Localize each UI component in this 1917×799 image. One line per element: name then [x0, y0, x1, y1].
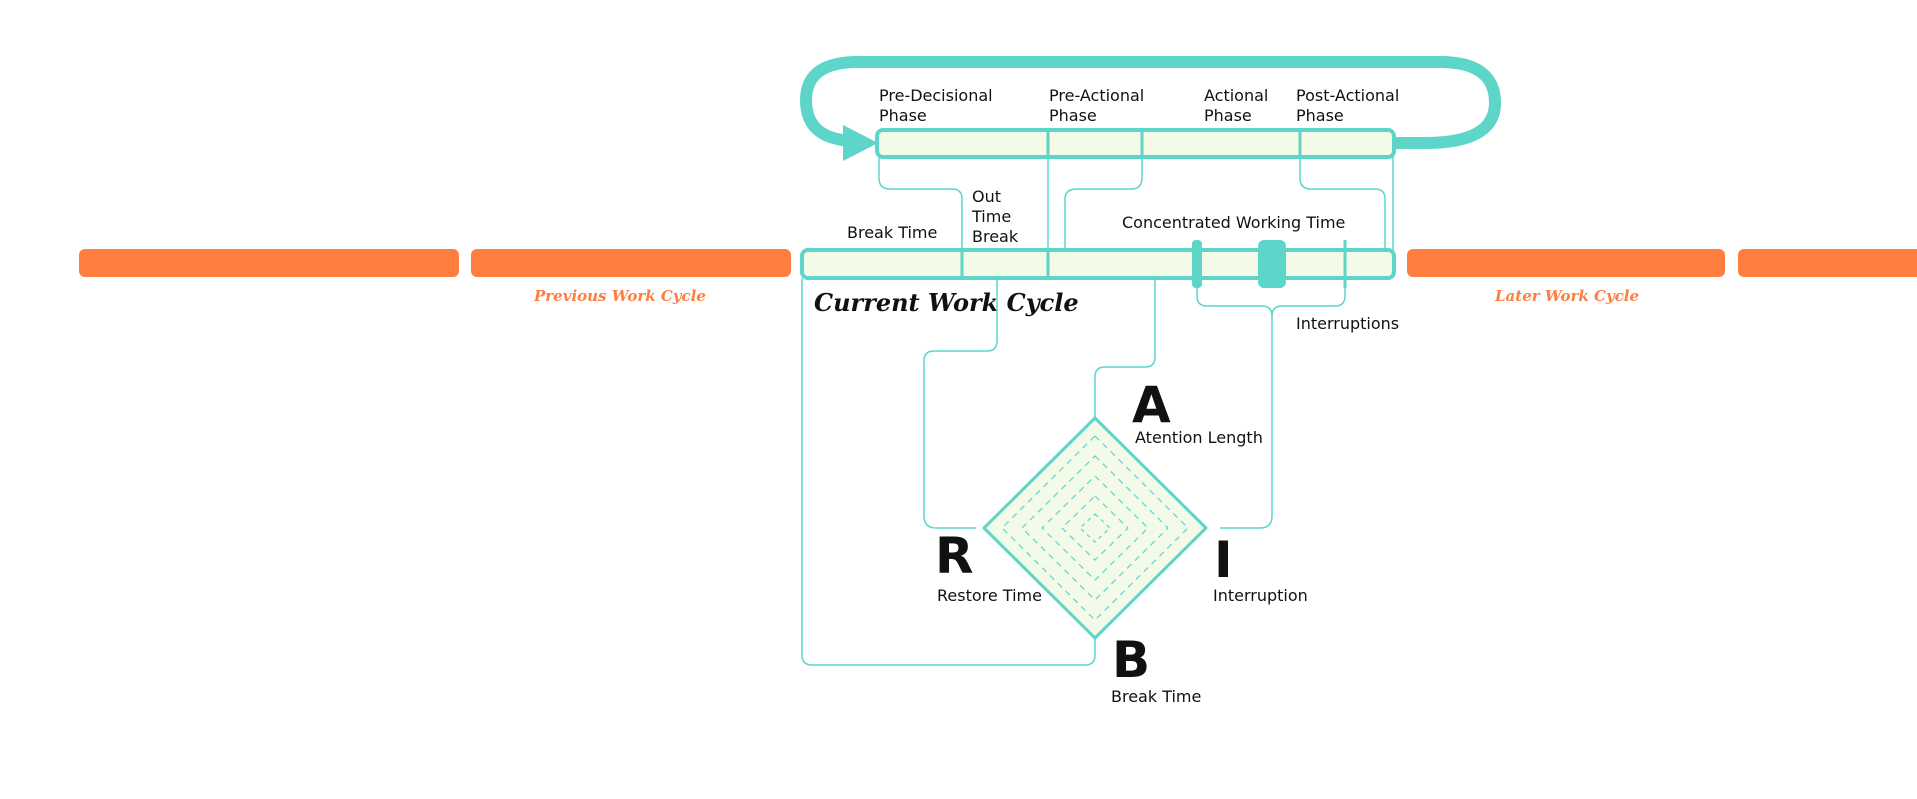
phase-label-pre-actional: Pre-Actional Phase	[1049, 86, 1149, 125]
phase-bar	[875, 128, 1396, 159]
phase-label-post-actional: Post-Actional Phase	[1296, 86, 1404, 125]
phase-loop-arrow	[799, 56, 1502, 149]
current-cycle-bar	[800, 248, 1396, 280]
out-time-break-label: Out Time Break	[971, 187, 1019, 246]
interruption-marker	[1258, 240, 1286, 288]
b-letter: B	[1112, 631, 1150, 689]
connector-line	[1299, 157, 1386, 250]
previous-cycle-bar	[79, 249, 459, 277]
break-time-b-label: Break Time	[1111, 687, 1201, 706]
interruptions-brace	[1196, 288, 1346, 317]
connector-interruption	[1220, 316, 1273, 529]
a-letter: A	[1132, 376, 1171, 434]
phase-label-actional: Actional Phase	[1204, 86, 1273, 125]
loop-arrowhead	[843, 125, 878, 161]
later-cycle-bar	[1738, 249, 1917, 277]
interruption-marker	[1192, 240, 1202, 288]
connector-attention	[1094, 278, 1156, 419]
r-letter: R	[935, 527, 974, 585]
rabi-diamond	[982, 416, 1208, 640]
previous-work-cycle-label: Previous Work Cycle	[533, 287, 706, 305]
concentrated-working-time-label: Concentrated Working Time	[1122, 213, 1345, 232]
connector-line	[878, 157, 963, 250]
interruption-label: Interruption	[1213, 586, 1308, 605]
phase-label-pre-decisional: Pre-Decisional Phase	[879, 86, 998, 125]
connector-break	[801, 278, 1096, 666]
i-letter: I	[1214, 531, 1233, 589]
connector-line	[1064, 157, 1143, 250]
break-time-label: Break Time	[847, 223, 937, 242]
attention-length-label: Atention Length	[1135, 428, 1263, 447]
connector-restore	[923, 278, 998, 529]
restore-time-label: Restore Time	[937, 586, 1042, 605]
later-cycle-bar	[1407, 249, 1725, 277]
later-work-cycle-label: Later Work Cycle	[1494, 287, 1639, 305]
current-work-cycle-label: Current Work Cycle	[814, 288, 1079, 317]
previous-cycle-bar	[471, 249, 791, 277]
interruptions-label: Interruptions	[1296, 314, 1399, 333]
